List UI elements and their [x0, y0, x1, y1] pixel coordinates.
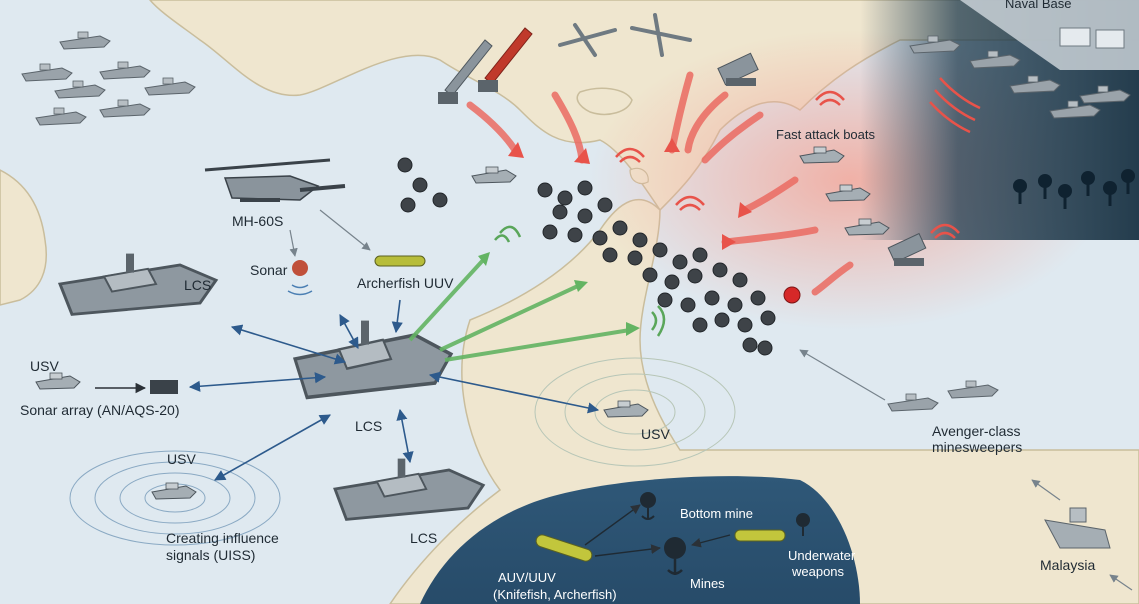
threat-arrowheads: [508, 138, 752, 250]
island: [576, 87, 633, 116]
naval-mine: [597, 197, 613, 213]
naval-mine: [692, 247, 708, 263]
naval-mine: [687, 268, 703, 284]
lcs-top-label: LCS: [184, 277, 211, 293]
naval-mine: [542, 224, 558, 240]
bottom-mine-icon: [640, 492, 656, 520]
naval-mine: [567, 227, 583, 243]
sensor-pings: [494, 225, 666, 337]
naval-mine: [742, 337, 758, 353]
naval-mine: [632, 232, 648, 248]
sonar-array-label: Sonar array (AN/AQS-20): [20, 402, 180, 418]
land-west: [0, 169, 47, 306]
helo-to-sonar-link: [289, 229, 298, 257]
naval-mine: [612, 220, 628, 236]
main-mine-icon: [664, 537, 686, 575]
naval-mine: [757, 340, 773, 356]
base-pier: [960, 0, 1139, 70]
naval-mine: [672, 254, 688, 270]
auv-label-line1: AUV/UUV: [498, 570, 556, 585]
base-building-1: [1059, 27, 1091, 47]
mh60s-helicopter: [204, 158, 346, 202]
naval-mine: [704, 290, 720, 306]
auv-label-line2: (Knifefish, Archerfish): [493, 587, 617, 602]
malaysia-link-2: [1109, 574, 1133, 591]
naval-mine: [577, 208, 593, 224]
naval-mine: [602, 247, 618, 263]
naval-mine: [737, 317, 753, 333]
lcs-bottom-label: LCS: [410, 530, 437, 546]
sonar-waves: [287, 284, 313, 296]
malaysia-link: [1031, 479, 1061, 501]
lcs-center-label: LCS: [355, 418, 382, 434]
uiss-rings: [69, 450, 281, 546]
fast-attack-boats-label: Fast attack boats: [776, 127, 875, 142]
usv-uiss-label: USV: [167, 451, 196, 467]
uiss-label-line2: signals (UISS): [166, 547, 255, 563]
sensor-arrows: [408, 256, 631, 362]
naval-mine: [680, 297, 696, 313]
malaysia-ship: [1044, 507, 1111, 549]
naval-mine: [432, 192, 448, 208]
naval-mine: [642, 267, 658, 283]
naval-mine: [412, 177, 428, 193]
naval-mine: [732, 272, 748, 288]
naval-mine: [712, 262, 728, 278]
malaysia-label: Malaysia: [1040, 557, 1095, 573]
command-links: [188, 299, 600, 481]
naval-mine: [727, 297, 743, 313]
avenger-label-line2: minesweepers: [932, 439, 1022, 455]
minesweeper-link: [799, 349, 886, 401]
sonar-device: [292, 260, 308, 276]
sonar-label: Sonar: [250, 262, 288, 278]
rocket-launcher-right: [887, 232, 927, 266]
avenger-label-line1: Avenger-class: [932, 423, 1020, 439]
rocket-launcher-top: [717, 52, 759, 86]
deep-water-region: [420, 476, 860, 604]
usv-left-label: USV: [30, 358, 59, 374]
naval-mine: [397, 157, 413, 173]
sensor-arrowheads: [478, 252, 640, 336]
uiss-label-line1: Creating influence: [166, 530, 279, 546]
mines-cluster: [397, 157, 776, 356]
naval-mine: [577, 180, 593, 196]
radio-signals: [615, 77, 981, 239]
naval-mine: [692, 317, 708, 333]
underwater-links: [584, 504, 731, 557]
mines-label: Mines: [690, 576, 725, 591]
underwater-label-line2: weapons: [791, 564, 845, 579]
bottom-mine-label: Bottom mine: [680, 506, 753, 521]
naval-mine: [592, 230, 608, 246]
naval-mine: [652, 242, 668, 258]
naval-mine: [760, 310, 776, 326]
missile-launchers: [438, 27, 533, 104]
sonar-array-device: [150, 380, 178, 394]
naval-mine: [627, 250, 643, 266]
threat-arrows: [466, 71, 854, 296]
red-mine: [783, 286, 801, 304]
naval-mine: [750, 290, 766, 306]
naval-mine: [657, 292, 673, 308]
archerfish-uuv: [374, 255, 426, 267]
base-building-2: [1095, 29, 1125, 49]
naval-mine: [400, 197, 416, 213]
naval-mine: [714, 312, 730, 328]
auv-uuv-vehicle: [535, 534, 593, 562]
naval-mine: [664, 274, 680, 290]
underwater-mine-icon: [796, 513, 810, 536]
underwater-label-line1: Underwater: [788, 548, 856, 563]
drones: [558, 13, 692, 57]
naval-mine: [557, 190, 573, 206]
mh60s-label: MH-60S: [232, 213, 283, 229]
naval-base-label: Naval Base: [1005, 0, 1071, 11]
naval-mine: [552, 204, 568, 220]
usv-right-label: USV: [641, 426, 670, 442]
helo-to-uuv-link: [319, 209, 371, 251]
underwater-weapon-uuv: [734, 529, 786, 542]
naval-mine: [537, 182, 553, 198]
archerfish-uuv-label: Archerfish UUV: [357, 275, 454, 291]
